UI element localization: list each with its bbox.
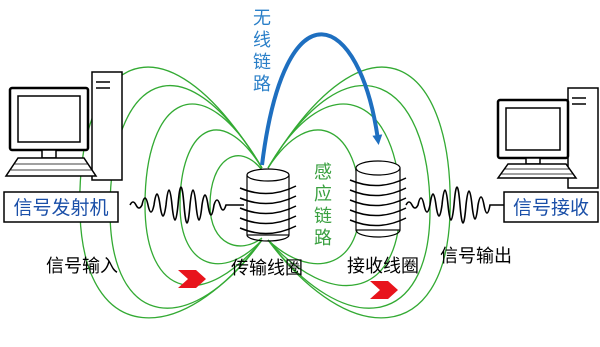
field-loop — [179, 129, 263, 265]
inductive-link-char: 感 — [314, 162, 332, 183]
signal-input-label: 信号输入 — [46, 256, 118, 277]
chevron-arrow-icon — [178, 270, 206, 288]
rx-coil-label: 接收线圈 — [347, 256, 419, 277]
field-loop — [144, 103, 263, 287]
wireless-link-char: 线 — [253, 30, 271, 51]
inductive-link-char: 路 — [314, 228, 332, 249]
receiver-label: 信号接收 — [513, 197, 589, 219]
computer-icon — [496, 87, 599, 189]
signal-output-label: 信号输出 — [440, 246, 512, 267]
inductive-link-char: 应 — [314, 184, 332, 205]
tx-coil — [239, 168, 297, 242]
coil-icon — [239, 185, 297, 235]
chevron-arrow-icon — [370, 281, 398, 299]
transmitter-label: 信号发射机 — [13, 197, 108, 219]
rx-coil — [349, 160, 407, 238]
receiver-box — [503, 191, 599, 223]
field-loop — [267, 85, 431, 309]
transmitter-box — [3, 191, 119, 223]
coil-icon — [349, 177, 407, 227]
waveform-icon — [129, 186, 508, 224]
output-waveform — [405, 186, 508, 224]
field-loop — [267, 66, 451, 319]
computer-icon — [4, 71, 123, 181]
wireless-link-char: 路 — [253, 74, 271, 95]
wireless-link-arrow — [260, 32, 383, 166]
field-loop — [209, 155, 263, 247]
inductive-link-char: 链 — [314, 206, 332, 227]
wireless-link-char: 链 — [253, 52, 271, 73]
wireless-link-char: 无 — [253, 8, 271, 29]
tx-coil-label: 传输线圈 — [231, 258, 303, 279]
input-waveform — [129, 186, 244, 224]
